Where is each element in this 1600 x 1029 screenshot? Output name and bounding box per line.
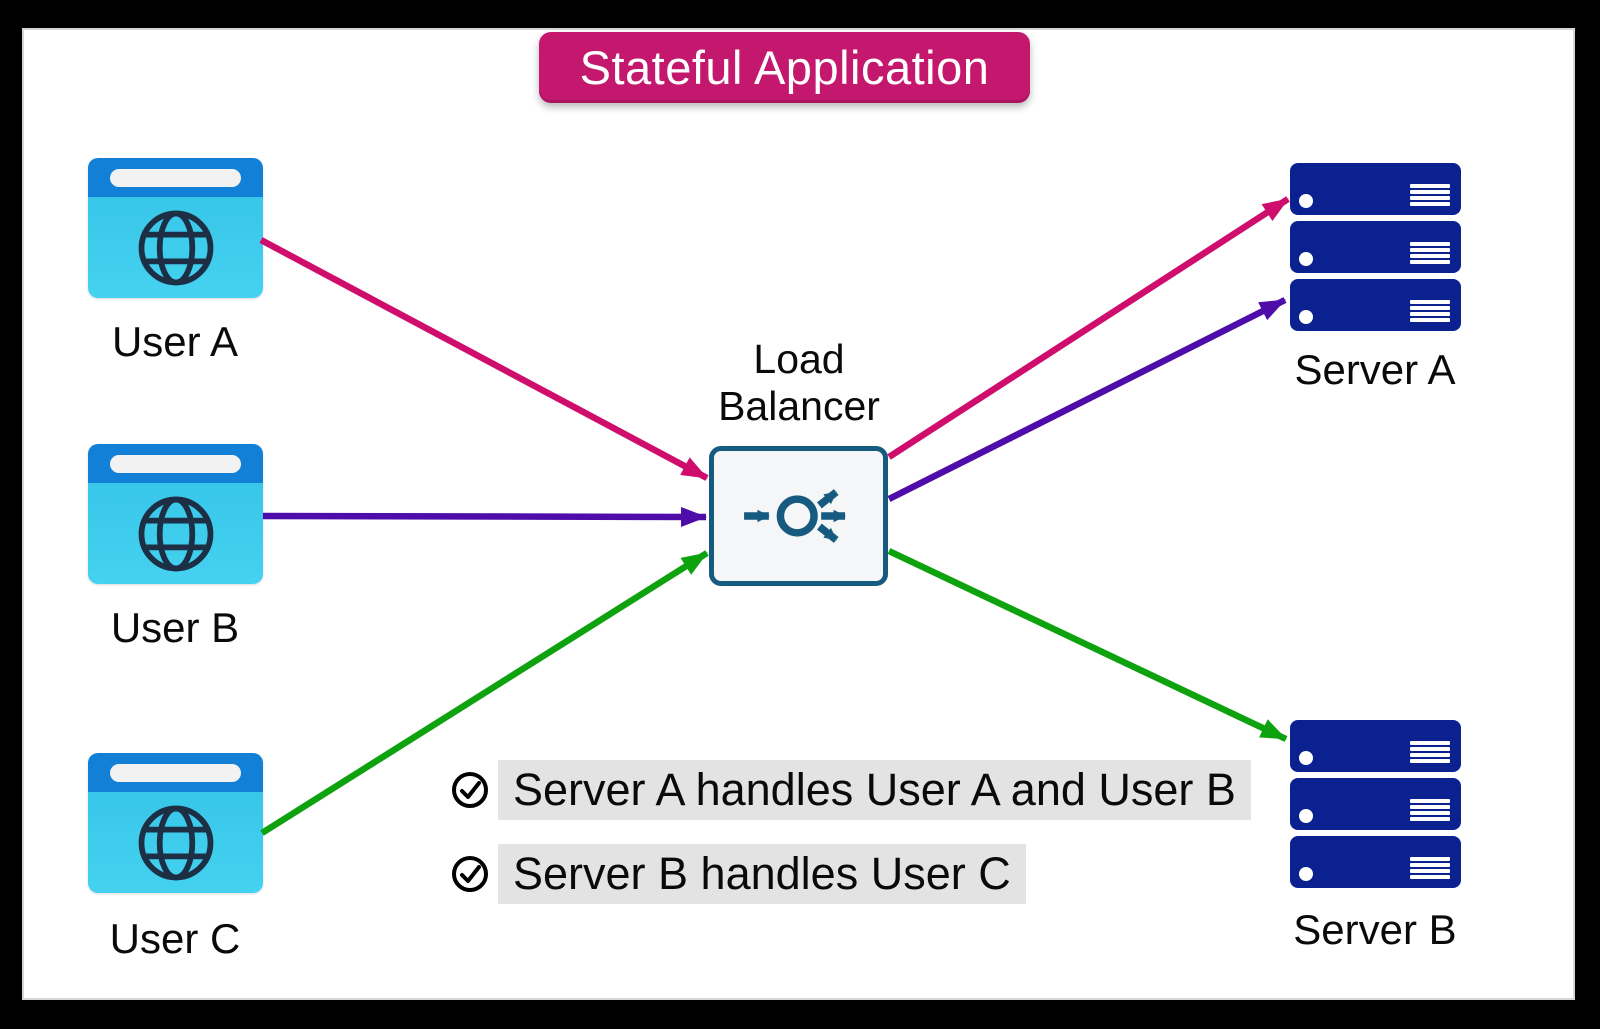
power-dot-icon [1299, 194, 1313, 208]
note-server-b: Server B handles User C [498, 844, 1026, 904]
server-b-node [1290, 720, 1461, 888]
browser-titlebar [88, 753, 263, 792]
globe-icon [138, 805, 213, 880]
browser-titlebar [88, 158, 263, 197]
vent-lines-icon [1410, 741, 1450, 765]
power-dot-icon [1299, 252, 1313, 266]
server-unit [1290, 720, 1461, 772]
server-unit [1290, 221, 1461, 273]
server-unit [1290, 778, 1461, 830]
note-server-a: Server A handles User A and User B [498, 760, 1251, 820]
vent-lines-icon [1410, 242, 1450, 266]
check-circle-icon [452, 856, 488, 892]
address-bar [110, 764, 241, 782]
vent-lines-icon [1410, 857, 1450, 881]
power-dot-icon [1299, 310, 1313, 324]
vent-lines-icon [1410, 799, 1450, 823]
load-balancer-icon [743, 489, 846, 543]
vent-lines-icon [1410, 184, 1450, 208]
power-dot-icon [1299, 867, 1313, 881]
server-unit [1290, 163, 1461, 215]
browser-body [88, 197, 263, 298]
browser-icon [88, 753, 263, 893]
address-bar [110, 455, 241, 473]
user-b-label: User B [110, 604, 240, 651]
title-banner: Stateful Application [539, 32, 1030, 103]
title-text: Stateful Application [579, 41, 990, 94]
server-b-label: Server B [1293, 906, 1457, 953]
load-balancer-node [709, 446, 888, 586]
server-unit [1290, 279, 1461, 331]
user-a-label: User A [111, 318, 239, 365]
power-dot-icon [1299, 751, 1313, 765]
load-balancer-label: Load Balancer [718, 336, 880, 429]
server-a-node [1290, 163, 1461, 331]
power-dot-icon [1299, 809, 1313, 823]
server-a-label: Server A [1294, 346, 1456, 393]
server-unit [1290, 836, 1461, 888]
browser-icon [88, 158, 263, 298]
browser-icon [88, 444, 263, 584]
globe-icon [138, 496, 213, 571]
check-circle-icon [452, 772, 488, 808]
browser-body [88, 483, 263, 584]
vent-lines-icon [1410, 300, 1450, 324]
address-bar [110, 169, 241, 187]
globe-icon [138, 210, 213, 285]
user-c-label: User C [109, 915, 241, 962]
browser-body [88, 792, 263, 893]
browser-titlebar [88, 444, 263, 483]
